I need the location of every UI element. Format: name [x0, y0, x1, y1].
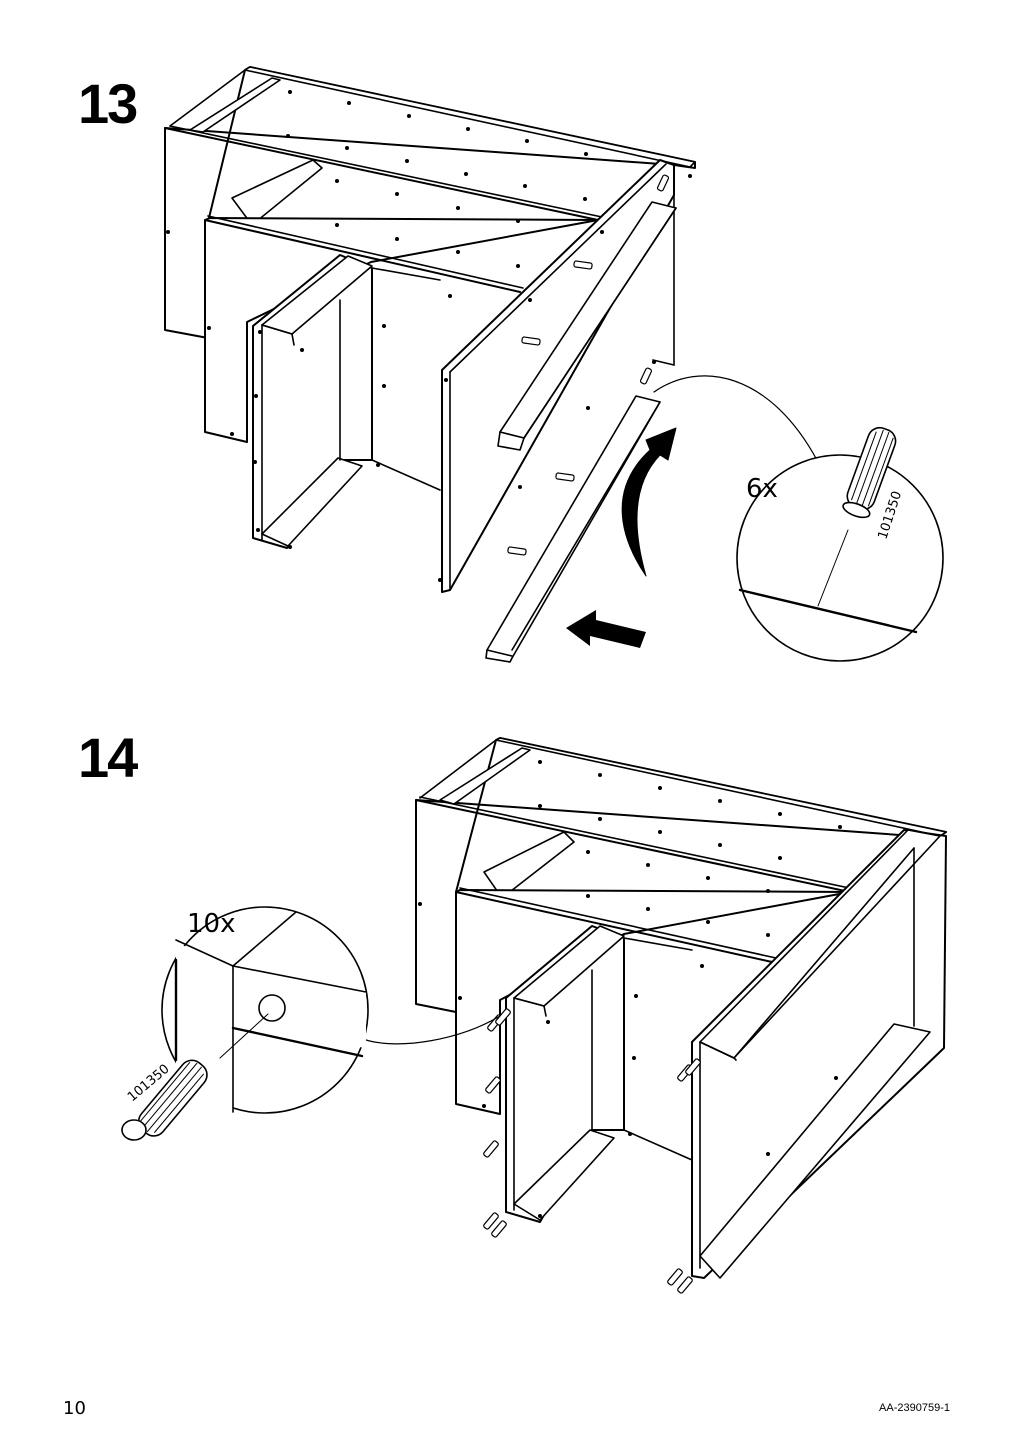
- step13-illustration: 6x 101350: [164, 66, 944, 663]
- page-number: 10: [63, 1398, 86, 1419]
- step-number-13: 13: [78, 72, 138, 135]
- step13-quantity-label: 6x: [746, 474, 778, 504]
- step14-illustration: 10x 101350: [121, 737, 947, 1294]
- step-number-14: 14: [78, 726, 138, 789]
- document-code: AA-2390759-1: [879, 1402, 950, 1414]
- step14-quantity-label: 10x: [187, 909, 235, 939]
